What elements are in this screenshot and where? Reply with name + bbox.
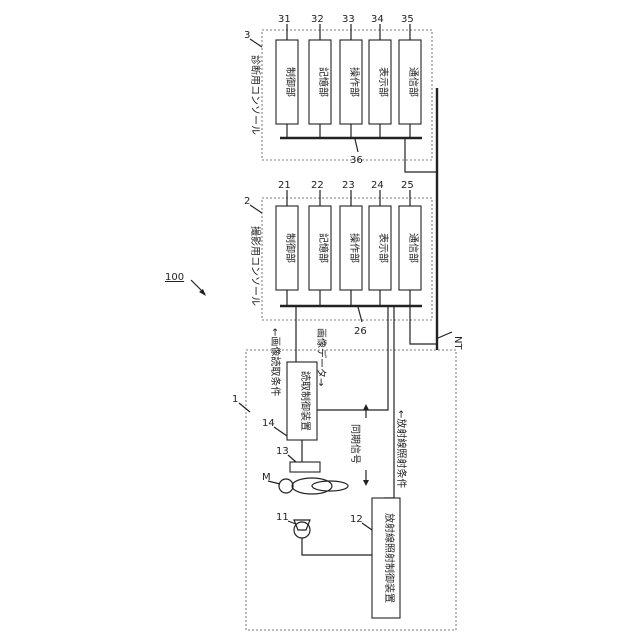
diagnostic-console-title: 診断用コンソール: [249, 55, 262, 135]
unit-display-24: 表示部 24: [369, 180, 391, 306]
svg-text:表示部: 表示部: [377, 233, 390, 263]
unit-control-31: 制御部 31: [276, 14, 298, 138]
reader-leader: [274, 427, 287, 436]
imaging-console-units: 制御部 21 記憶部 22 操作部 23 表示部 24: [276, 180, 421, 306]
signal-image-data: 画像データ→: [315, 328, 328, 386]
unit-display-34: 表示部 34: [369, 14, 391, 138]
svg-text:23: 23: [342, 180, 355, 191]
svg-text:操作部: 操作部: [348, 233, 361, 263]
svg-text:表示部: 表示部: [377, 67, 390, 97]
svg-text:25: 25: [401, 180, 414, 191]
unit-operation-33: 操作部 33: [340, 14, 362, 138]
system-ref: 100: [165, 272, 184, 283]
svg-text:21: 21: [278, 180, 291, 191]
unit-storage-32: 記憶部 32: [309, 14, 331, 138]
unit-communication-35: 通信部 35: [399, 14, 421, 138]
reader-to-irradiation-link: [317, 306, 388, 410]
signal-sync: 同期信号: [349, 424, 361, 464]
apparatus-leader: [239, 403, 250, 412]
radiation-source-ref: 11: [276, 512, 289, 523]
diag-comm-network-link: [405, 138, 437, 172]
source-to-irradiation-link: [302, 538, 372, 555]
imaging-console-leader: [250, 205, 262, 213]
diagnostic-console-units: 制御部 31 記憶部 32 操作部 33 表示部 34: [276, 14, 421, 138]
svg-text:31: 31: [278, 14, 291, 25]
sync-arrows: [363, 404, 369, 486]
bus-36-leader: [355, 139, 358, 152]
network-leader: [438, 332, 452, 338]
svg-text:34: 34: [371, 14, 384, 25]
apparatus-ref: 1: [232, 394, 238, 405]
reading-control-device-ref: 14: [262, 418, 275, 429]
signal-read-conditions: ←画像読取条件: [269, 328, 282, 396]
svg-text:32: 32: [311, 14, 324, 25]
diagnostic-console-ref: 3: [244, 30, 250, 41]
svg-text:33: 33: [342, 14, 355, 25]
bus-36-ref: 36: [350, 155, 363, 166]
unit-operation-23: 操作部 23: [340, 180, 362, 306]
imaging-console-title: 撮影用コンソール: [249, 226, 262, 306]
reading-control-device-label: 読取制御装置: [299, 371, 312, 431]
unit-communication-25: 通信部 25: [399, 180, 421, 306]
detector-panel: [290, 462, 320, 472]
network-ref: NT: [452, 336, 463, 350]
detector-leader: [288, 455, 296, 462]
diagnostic-console-leader: [250, 39, 262, 47]
svg-text:制御部: 制御部: [284, 67, 297, 97]
console-to-irradiation-link: [384, 306, 394, 498]
svg-text:通信部: 通信部: [407, 233, 420, 263]
svg-text:22: 22: [311, 180, 324, 191]
imaging-console-ref: 2: [244, 196, 250, 207]
detector-ref: 13: [276, 446, 289, 457]
svg-text:35: 35: [401, 14, 414, 25]
unit-control-21: 制御部 21: [276, 180, 298, 306]
svg-text:記憶部: 記憶部: [317, 67, 330, 97]
bus-26-ref: 26: [354, 326, 367, 337]
irradiation-control-device-label: 放射線照射制御装置: [383, 513, 396, 603]
unit-storage-22: 記憶部 22: [309, 180, 331, 306]
irradiation-control-device-ref: 12: [350, 514, 363, 525]
irradiation-leader: [362, 523, 372, 530]
signal-irradiation-conditions: ←放射線照射条件: [395, 410, 408, 488]
radiation-source: [294, 520, 310, 538]
svg-text:24: 24: [371, 180, 384, 191]
svg-text:操作部: 操作部: [348, 67, 361, 97]
svg-text:記憶部: 記憶部: [317, 233, 330, 263]
subject-figure: [279, 478, 348, 494]
svg-text:制御部: 制御部: [284, 233, 297, 263]
svg-text:通信部: 通信部: [407, 67, 420, 97]
system-ref-arrowhead: [199, 289, 206, 296]
imaging-comm-network-link: [410, 306, 437, 344]
